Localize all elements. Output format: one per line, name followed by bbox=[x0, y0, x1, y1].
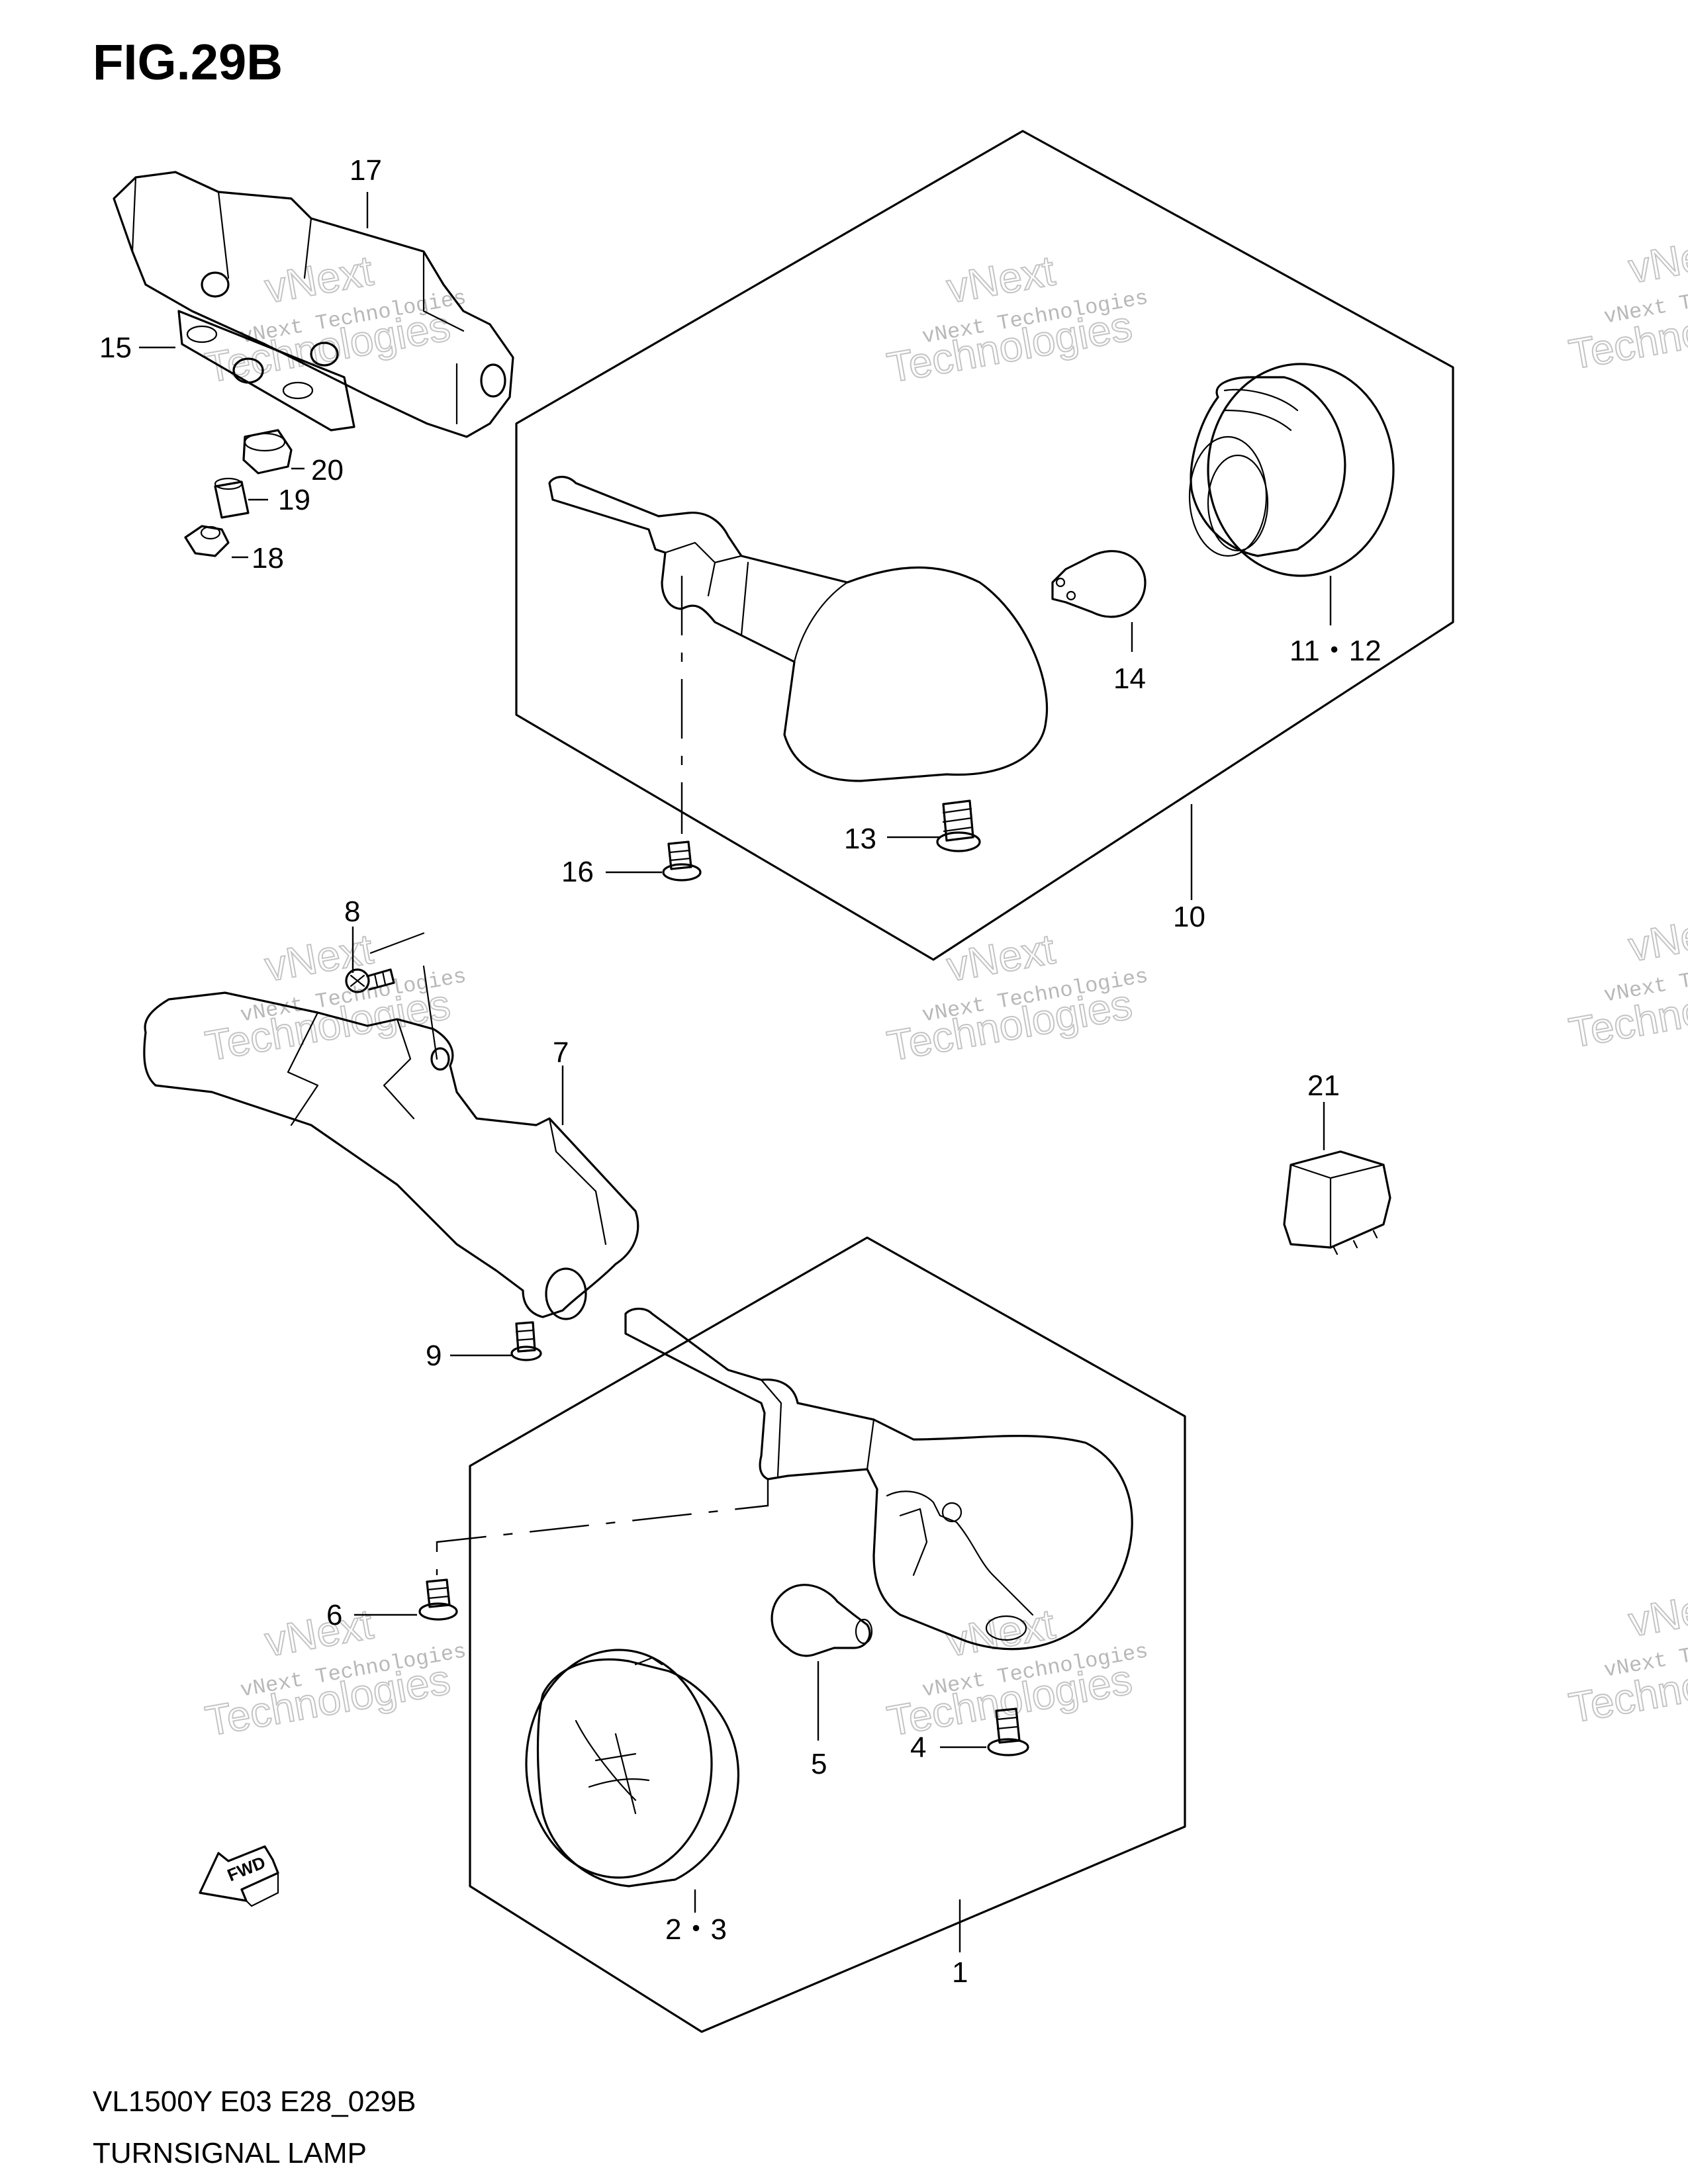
callout-18: 18 bbox=[252, 542, 284, 574]
callout-19: 19 bbox=[278, 484, 310, 516]
nut-part-18 bbox=[184, 525, 230, 557]
callout-labels: 17 15 20 19 18 14 11・12 13 16 10 8 7 9 2… bbox=[99, 154, 1382, 1989]
callout-20: 20 bbox=[311, 454, 344, 486]
watermark-outline-top: vNext bbox=[1625, 1580, 1688, 1645]
callout-4: 4 bbox=[910, 1731, 926, 1764]
callout-6: 6 bbox=[326, 1599, 342, 1631]
model-code: VL1500Y E03 E28_029B bbox=[93, 2085, 416, 2118]
watermark: vNext Technologies vNext Technologies bbox=[1565, 226, 1688, 379]
callout-21: 21 bbox=[1307, 1069, 1340, 1102]
leader-lines bbox=[139, 192, 1332, 1952]
callout-17: 17 bbox=[350, 154, 382, 187]
fwd-arrow-icon: FWD bbox=[199, 1845, 279, 1907]
callout-11-12: 11・12 bbox=[1289, 635, 1382, 667]
watermark-outline-top: vNext bbox=[943, 1600, 1058, 1665]
relay-part-21 bbox=[1283, 1150, 1391, 1255]
callout-8: 8 bbox=[344, 895, 360, 928]
front-lamp-body bbox=[624, 1307, 1133, 1651]
watermark: vNext Technologies vNext Technologies bbox=[1565, 904, 1688, 1057]
assembly-frame-part-10 bbox=[515, 130, 1454, 961]
watermark-outline-top: vNext bbox=[261, 1600, 377, 1665]
axis-line-lower bbox=[436, 1479, 769, 1575]
bulb-part-14 bbox=[1051, 550, 1147, 618]
watermark-outline-top: vNext bbox=[261, 246, 377, 312]
figure-caption: TURNSIGNAL LAMP bbox=[93, 2137, 367, 2169]
callout-2-3: 2・3 bbox=[665, 1913, 727, 1946]
lens-part-2-3 bbox=[525, 1649, 740, 1888]
watermark-outline-top: vNext bbox=[1625, 226, 1688, 292]
bulb-part-5 bbox=[771, 1584, 873, 1657]
callout-7: 7 bbox=[553, 1036, 569, 1069]
watermark-outline-top: vNext bbox=[1625, 905, 1688, 970]
watermark: vNext Technologies vNext Technologies bbox=[201, 246, 468, 392]
screw-part-13 bbox=[936, 799, 981, 852]
figure-title: FIG.29B bbox=[93, 34, 283, 91]
assembly-frame-part-1 bbox=[469, 1236, 1186, 2033]
callout-10: 10 bbox=[1173, 901, 1205, 933]
front-bracket-part-7 bbox=[143, 932, 639, 1320]
screw-part-4 bbox=[987, 1707, 1029, 1756]
callout-16: 16 bbox=[561, 856, 594, 888]
callout-15: 15 bbox=[99, 332, 132, 364]
cushion-part-20 bbox=[242, 429, 293, 475]
watermark-outline-top: vNext bbox=[261, 925, 377, 990]
watermark-outline-top: vNext bbox=[943, 246, 1058, 312]
spacer-part-19 bbox=[214, 477, 250, 519]
screw-part-6 bbox=[418, 1578, 458, 1621]
lens-part-11-12 bbox=[1188, 363, 1395, 577]
watermark: vNext Technologies vNext Technologies bbox=[1565, 1579, 1688, 1732]
callout-1: 1 bbox=[952, 1956, 968, 1989]
callout-13: 13 bbox=[844, 823, 876, 855]
callout-5: 5 bbox=[811, 1748, 827, 1780]
watermark-outline-top: vNext bbox=[943, 925, 1058, 990]
watermark: vNext Technologies vNext Technologies bbox=[883, 246, 1150, 392]
callout-14: 14 bbox=[1113, 662, 1146, 695]
screw-part-9 bbox=[510, 1321, 542, 1361]
rear-lamp-body bbox=[548, 476, 1049, 782]
screw-part-16 bbox=[662, 841, 702, 882]
callout-9: 9 bbox=[426, 1340, 442, 1372]
mounting-plate-part-15 bbox=[177, 310, 355, 432]
watermark: vNext Technologies vNext Technologies bbox=[883, 924, 1150, 1070]
screw-part-8 bbox=[345, 968, 395, 993]
